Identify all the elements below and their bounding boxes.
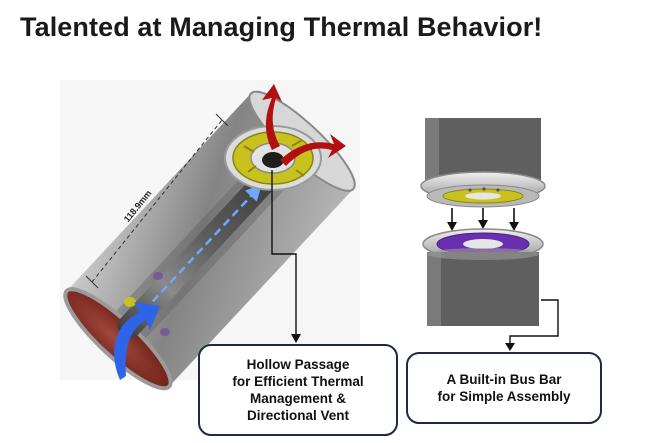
- slide-title: Talented at Managing Thermal Behavior!: [20, 12, 543, 42]
- vent-arrow-icon: [262, 84, 346, 166]
- left-connector-arrowhead: [291, 334, 301, 343]
- callout-left-line-3: Management &: [249, 391, 347, 406]
- callout-left-line-2: for Efficient Thermal: [232, 374, 364, 389]
- terminal-dot: [124, 297, 136, 307]
- bus-bar-assembly: [420, 118, 546, 326]
- lower-cell: [427, 252, 539, 326]
- right-connector-arrowhead: [505, 343, 515, 351]
- right-connector-line: [509, 299, 559, 345]
- upper-cell: [425, 118, 541, 180]
- callout-right-line-1: A Built-in Bus Bar: [446, 372, 562, 387]
- dimension-marker: [85, 113, 229, 289]
- cylindrical-cell: [63, 90, 356, 391]
- callout-left-line-1: Hollow Passage: [246, 357, 350, 372]
- left-connector-line: [271, 170, 297, 336]
- callout-right-line-2: for Simple Assembly: [437, 389, 571, 404]
- assembly-arrows: [447, 208, 519, 231]
- callout-bus-bar: A Built-in Bus Bar for Simple Assembly: [406, 352, 602, 424]
- flow-dashed-line: [134, 195, 252, 322]
- top-bus-bar-ring: [224, 125, 322, 191]
- callout-hollow-passage: Hollow Passage for Efficient Thermal Man…: [198, 344, 398, 436]
- callout-left-line-4: Directional Vent: [246, 408, 350, 423]
- inflow-arrow-icon: [114, 302, 160, 380]
